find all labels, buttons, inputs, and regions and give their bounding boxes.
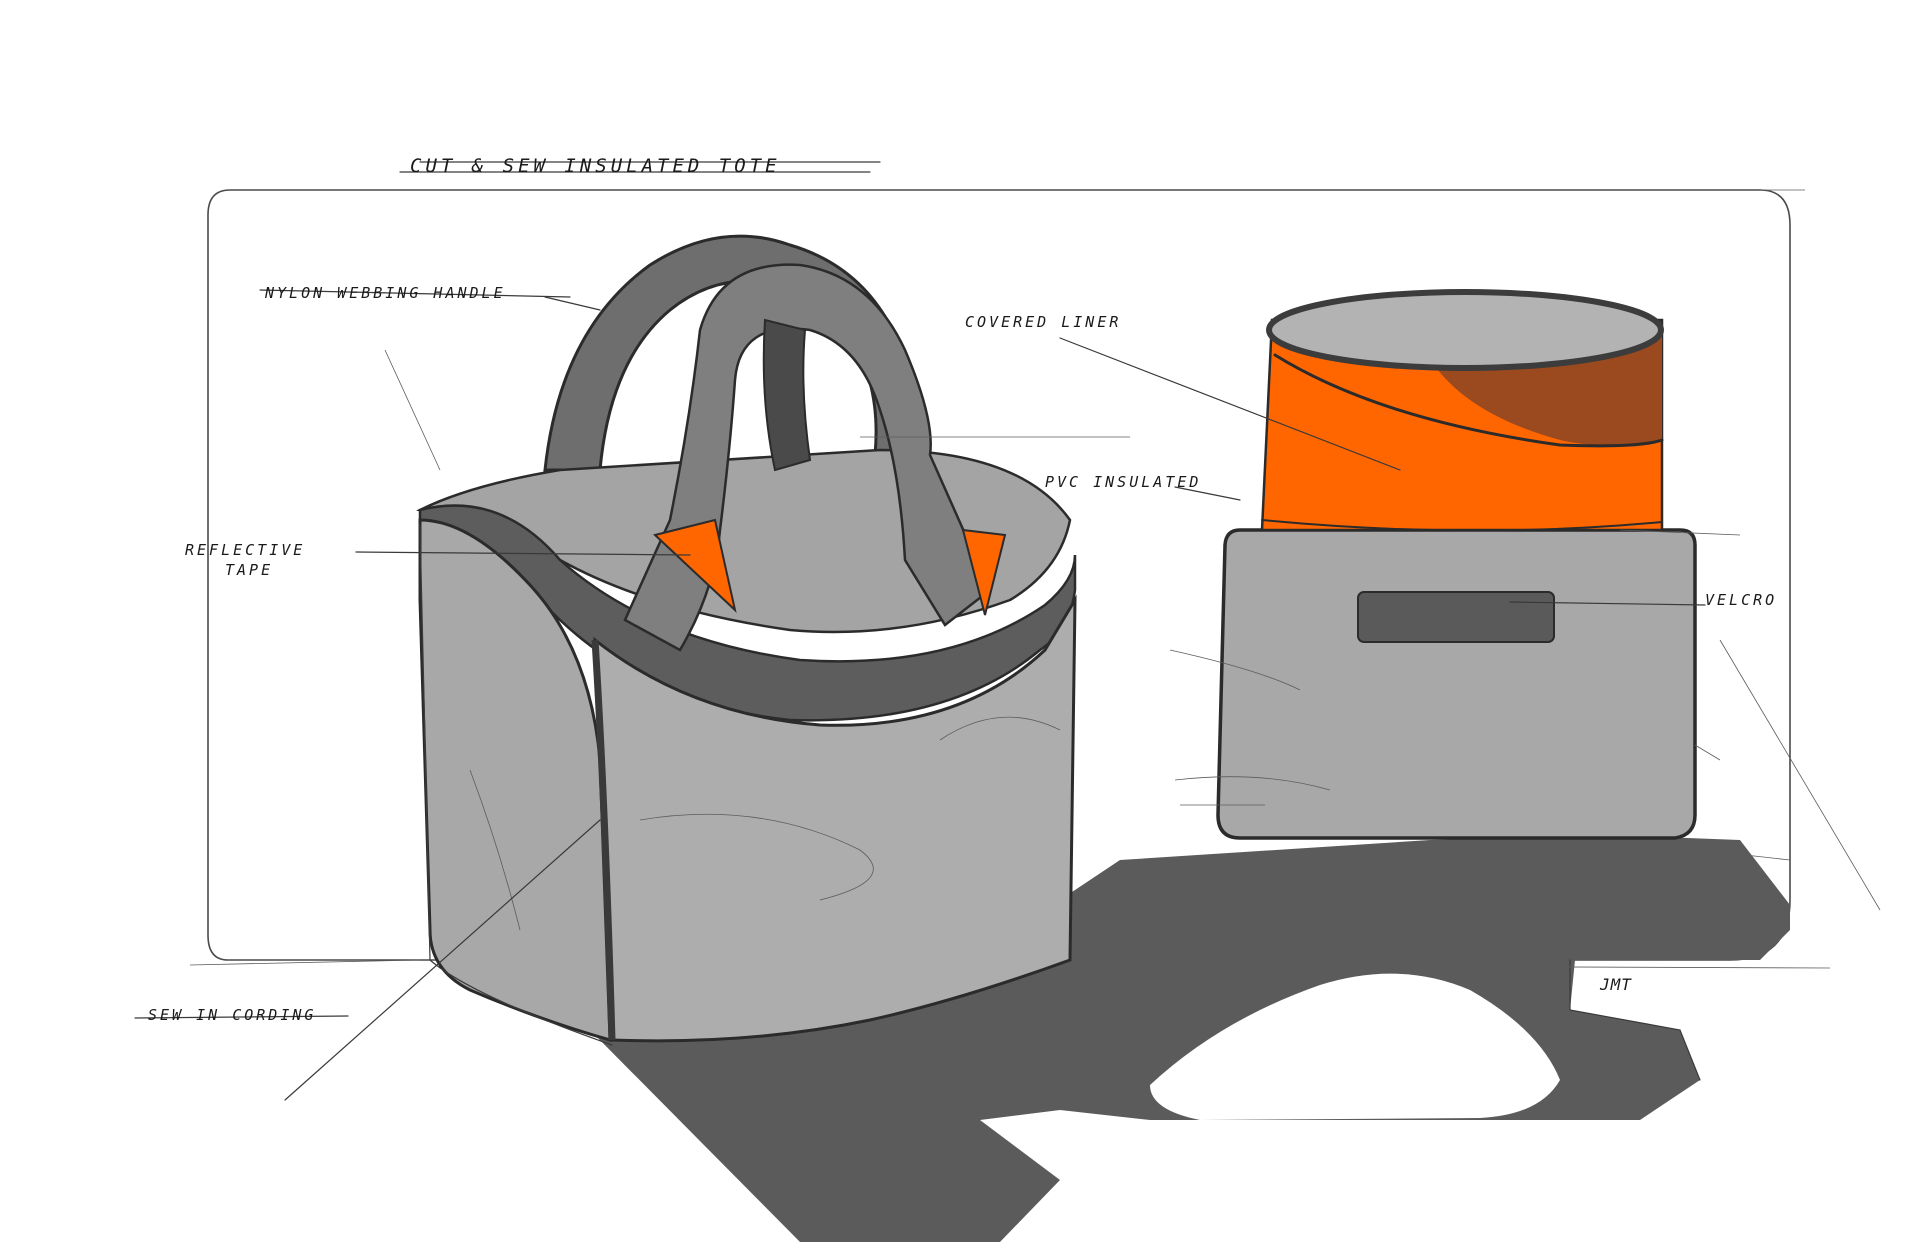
tote-front-panel (593, 594, 1077, 1043)
callout-sewn-cording: SEW IN CORDING (148, 1006, 316, 1024)
liner-lid (1266, 289, 1664, 371)
reflective-tape-right (961, 528, 1007, 616)
designer-signature: JMT (1599, 975, 1632, 994)
callout-handle: NYLON WEBBING HANDLE (264, 284, 506, 302)
floor-shadow-highlight (1150, 973, 1560, 1120)
sewn-cording (591, 639, 616, 1041)
callout-reflective-line2: TAPE (225, 561, 273, 579)
floor-shadow-edge (1569, 959, 1701, 1081)
callout-reflective-line1: REFLECTIVE (185, 541, 305, 559)
sketch-title: CUT & SEW INSULATED TOTE (410, 155, 781, 177)
insert-base (1216, 528, 1697, 840)
velcro-patch (1357, 591, 1555, 643)
callout-covered-liner: COVERED LINER (965, 313, 1121, 331)
callout-velcro: VELCRO (1705, 591, 1777, 609)
callout-pvc: PVC INSULATED (1045, 473, 1201, 491)
reflective-tape-left (652, 518, 737, 613)
